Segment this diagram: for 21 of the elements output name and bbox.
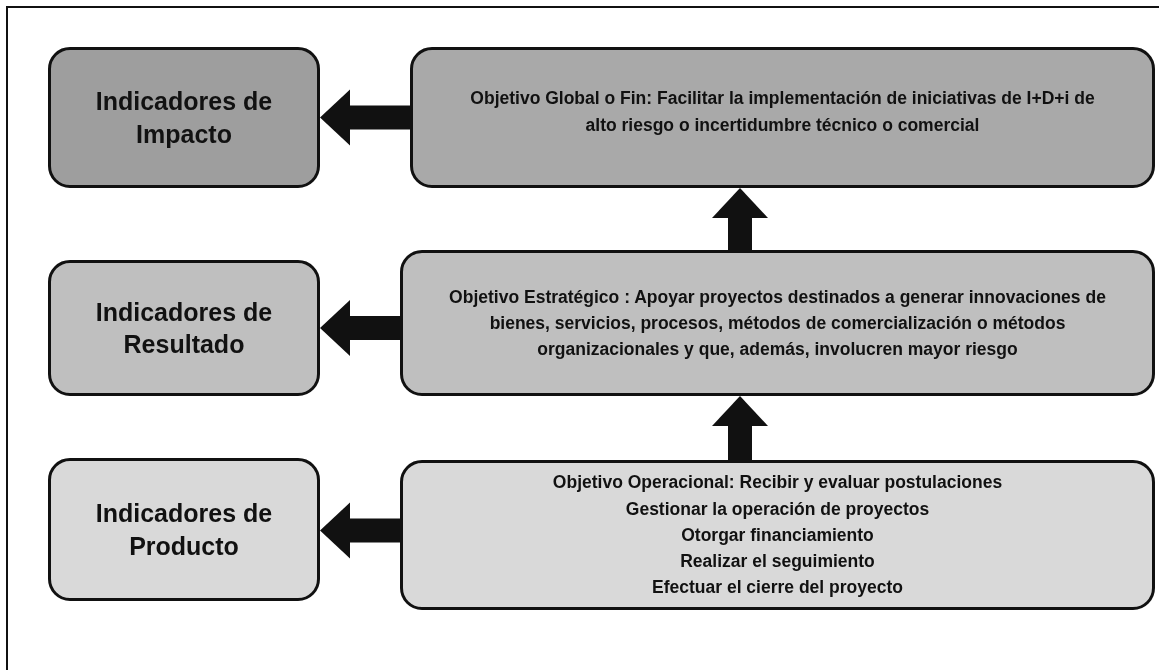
- objective-text: Objetivo Global o Fin: Facilitar la implementación de iniciativas de I+D+i de alto riesgo o incertidumbre técnico o comercial: [469, 87, 1096, 137]
- indicator-box: [48, 260, 320, 396]
- objective-text: Objetivo Estratégico : Apoyar proyectos destinados a generar innovaciones de bienes, servicios, procesos, métodos de comercialización o métodos organizacionales y que, además, involucren mayor riesgo: [448, 285, 1107, 362]
- objective-box: [400, 250, 1155, 396]
- block-arrow: [712, 188, 768, 250]
- indicator-label: Indicadores de Impacto: [94, 86, 274, 150]
- block-arrow: [320, 300, 400, 356]
- indicator-box: [48, 47, 320, 188]
- indicator-label: Indicadores de Producto: [94, 498, 274, 562]
- objective-text: Objetivo Operacional: Recibir y evaluar postulaciones: [552, 471, 1003, 495]
- block-arrow: [320, 89, 410, 146]
- indicator-box: [48, 458, 320, 601]
- block-arrow: [320, 502, 400, 559]
- objective-text: Efectuar el cierre del proyecto: [652, 576, 903, 600]
- objective-text: Realizar el seguimiento: [680, 550, 875, 574]
- objective-text: Otorgar financiamiento: [681, 523, 874, 547]
- objective-box: [400, 460, 1155, 610]
- indicator-label: Indicadores de Resultado: [94, 296, 274, 360]
- block-arrow: [712, 396, 768, 460]
- objective-text: Gestionar la operación de proyectos: [625, 497, 930, 521]
- objective-box: [410, 47, 1155, 188]
